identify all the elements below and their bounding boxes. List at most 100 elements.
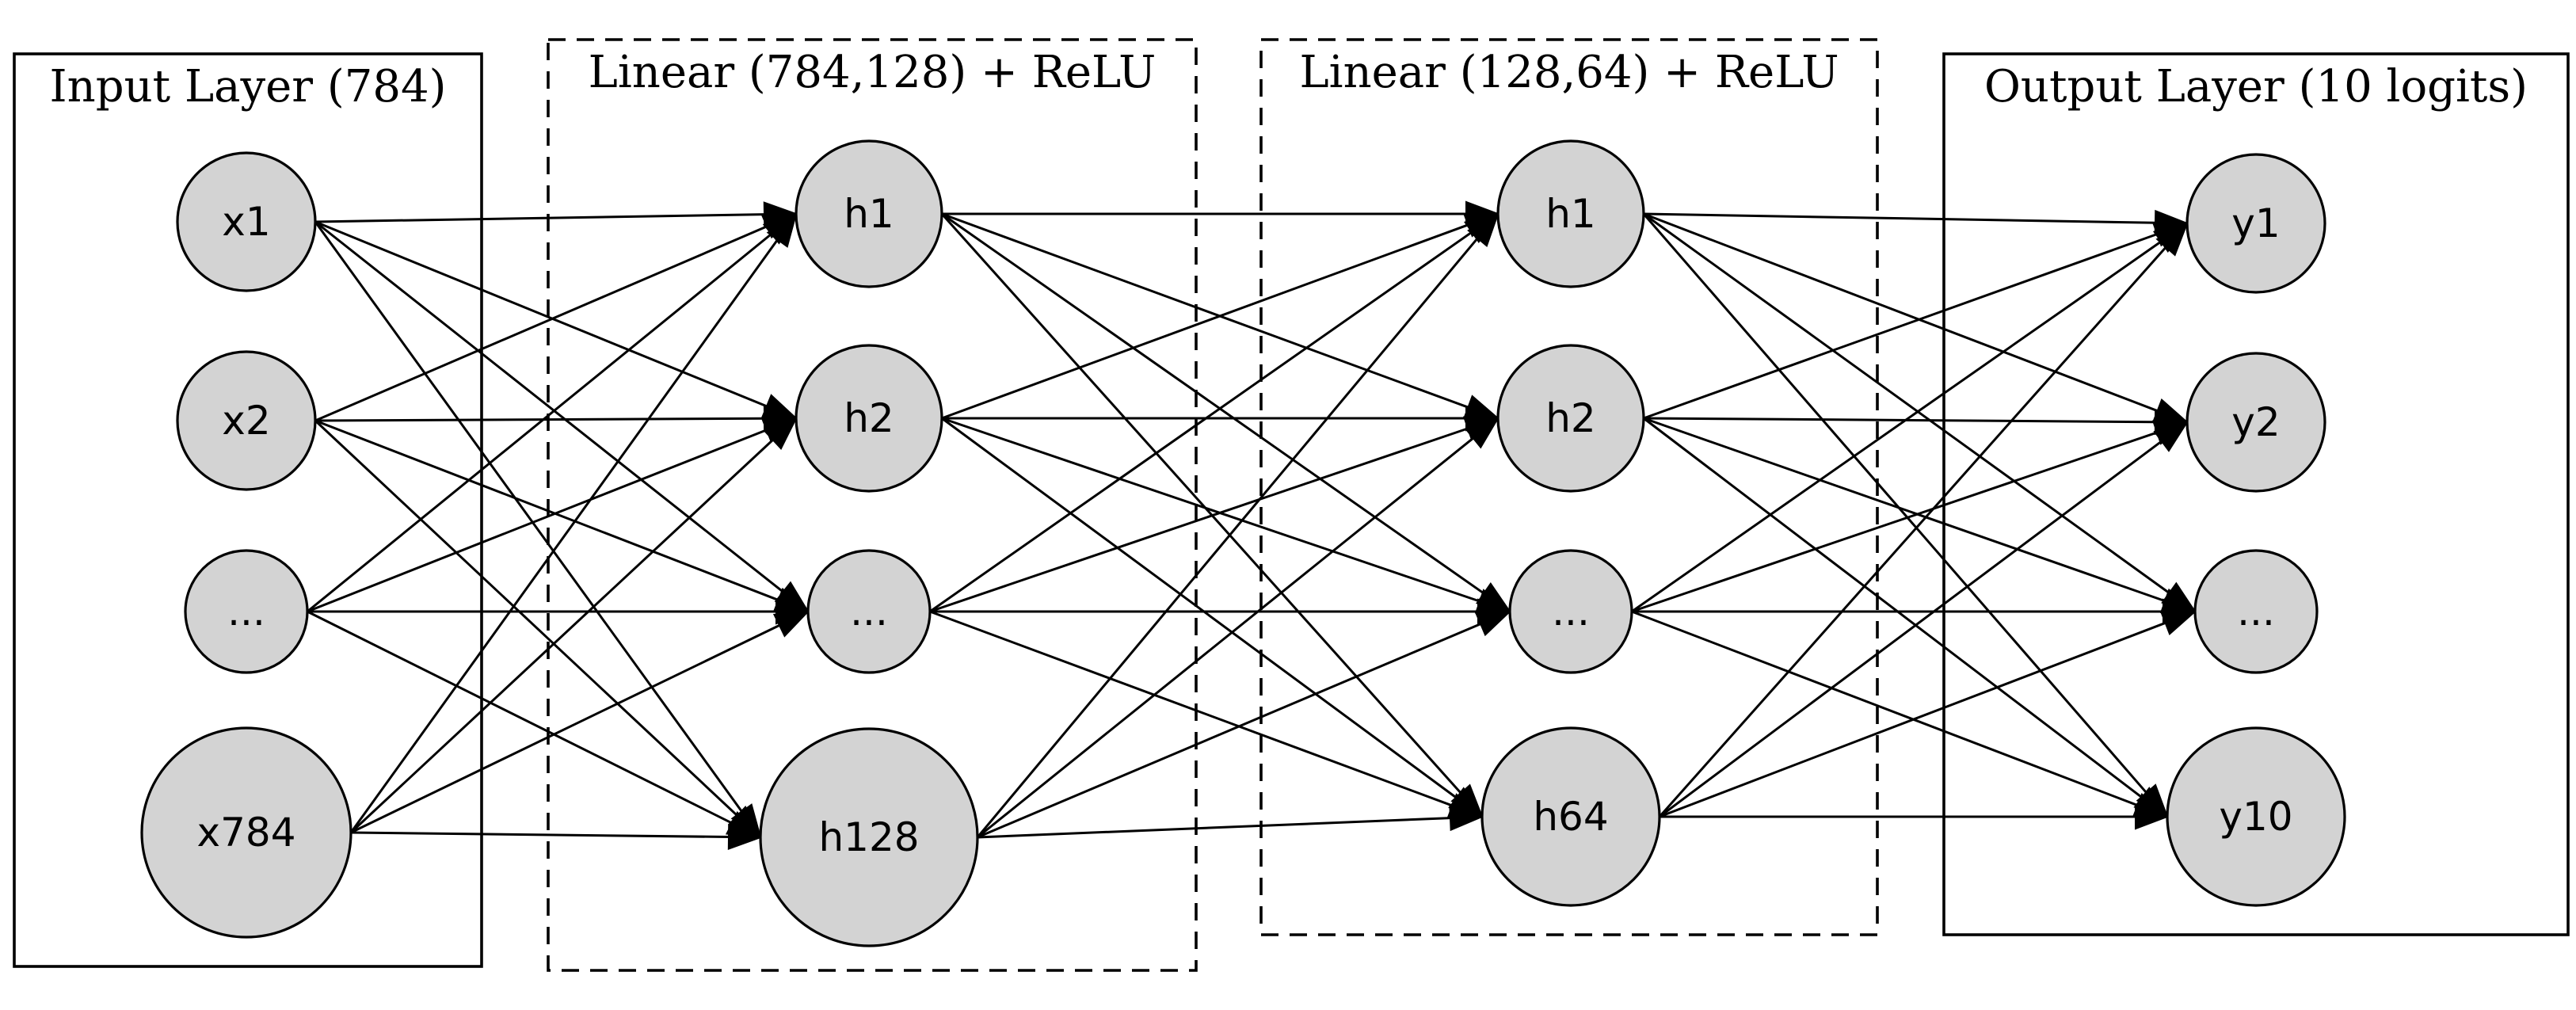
node-hidden1-ellipsis (806, 549, 932, 674)
node-hidden2-h1 (1496, 139, 1645, 288)
arrowhead-l1-3-3 (1449, 805, 1484, 832)
cluster-input-border (13, 52, 483, 968)
edge-l2-1-0 (1643, 233, 2158, 420)
edge-l0-2-0 (307, 233, 772, 613)
edge-l1-0-3 (940, 212, 1462, 795)
arrowhead-l1-3-2 (1474, 610, 1512, 637)
edge-l1-2-3 (929, 610, 1454, 807)
node-hidden2-ellipsis (1508, 549, 1633, 674)
edge-l2-3-2 (1659, 621, 2166, 818)
node-hidden2-h1-label: h1 (1545, 191, 1596, 237)
node-hidden1-h128-label: h128 (818, 814, 919, 860)
edge-l1-3-1 (977, 436, 1474, 839)
node-input-x2 (176, 350, 317, 491)
arrowhead-l0-3-3 (727, 824, 763, 850)
edge-l0-1-3 (314, 419, 738, 817)
arrowhead-l1-3-1 (1464, 417, 1500, 449)
arrowhead-l2-3-2 (2159, 610, 2197, 636)
edge-l1-2-1 (929, 427, 1469, 613)
edge-l0-1-0 (314, 225, 768, 422)
edge-l1-3-2 (977, 623, 1481, 839)
node-input-x2-label: x2 (222, 398, 270, 444)
edge-l2-2-1 (1631, 431, 2158, 613)
edge-l0-0-3 (314, 221, 743, 813)
hidden2-nodes: h1 h2 ... h64 (1480, 139, 1661, 907)
node-output-y1-label: y1 (2231, 200, 2280, 246)
node-output-ellipsis-label: ... (2237, 589, 2275, 635)
cluster-hidden2-label: Linear (128,64) + ReLU (1299, 47, 1839, 98)
edge-l1-0-2 (941, 212, 1485, 595)
node-output-y10 (2166, 726, 2346, 907)
cluster-output-label: Output Layer (10 logits) (1984, 61, 2528, 112)
node-hidden2-h64-label: h64 (1533, 794, 1608, 840)
node-hidden1-h1 (795, 139, 943, 288)
hidden1-nodes: h1 h2 ... h128 (759, 139, 979, 947)
edge-l0-0-0 (314, 213, 765, 223)
edge-l0-2-1 (307, 429, 768, 613)
node-input-x784-label: x784 (196, 810, 295, 856)
node-input-ellipsis (184, 549, 309, 674)
node-input-ellipsis-label: ... (227, 589, 265, 635)
edge-l0-0-2 (314, 220, 784, 593)
node-output-y2-label: y2 (2231, 399, 2280, 445)
edge-l1-0-1 (941, 212, 1469, 409)
cluster-hidden1-label: Linear (784,128) + ReLU (589, 47, 1157, 98)
cluster-output: Output Layer (10 logits) (1942, 52, 2570, 936)
edge-l1-1-0 (941, 223, 1469, 420)
edge-l2-0-0 (1643, 212, 2156, 224)
node-hidden1-h1-label: h1 (844, 191, 894, 237)
edge-l0-3-3 (350, 831, 730, 839)
edge-l2-1-1 (1643, 417, 2156, 424)
node-hidden1-ellipsis-label: ... (850, 589, 888, 635)
edge-l2-0-3 (1642, 213, 2147, 794)
output-nodes: y1 y2 ... y10 (2166, 153, 2346, 907)
edge-l0-2-3 (307, 610, 733, 825)
arrowhead-l0-3-1 (763, 417, 798, 450)
arrowhead-l2-3-0 (2155, 221, 2189, 257)
edge-l2-2-0 (1631, 240, 2163, 613)
node-hidden2-h2 (1496, 344, 1645, 493)
node-input-x1 (176, 151, 317, 292)
node-input-x784 (140, 726, 352, 939)
arrowhead-l0-3-2 (772, 610, 810, 638)
cluster-hidden2-border (1259, 38, 1879, 936)
edge-l2-0-2 (1643, 212, 2170, 594)
edge-l2-2-3 (1631, 610, 2139, 807)
edge-l0-3-1 (349, 439, 774, 834)
edge-l1-1-3 (941, 417, 1458, 799)
arrowhead-l0-3-0 (766, 212, 798, 248)
edge-l0-3-0 (349, 238, 779, 833)
node-output-y2 (2185, 352, 2326, 493)
edge-l0-1-1 (314, 417, 765, 422)
edge-l2-3-0 (1658, 246, 2167, 818)
edge-l1-2-0 (929, 231, 1473, 613)
edge-l1-3-3 (977, 817, 1451, 839)
edge-l1-3-0 (976, 237, 1479, 838)
node-hidden2-h64 (1480, 726, 1661, 907)
node-hidden2-h2-label: h2 (1545, 395, 1596, 441)
cluster-hidden2: Linear (128,64) + ReLU (1259, 38, 1879, 936)
arrowhead-l2-3-3 (2135, 803, 2170, 830)
node-hidden2-ellipsis-label: ... (1552, 589, 1590, 635)
edge-l2-3-1 (1659, 440, 2163, 818)
node-output-ellipsis (2193, 549, 2319, 674)
cluster-input: Input Layer (784) (13, 52, 483, 968)
cluster-hidden1-border (547, 38, 1198, 972)
node-hidden1-h2 (795, 344, 943, 493)
node-hidden1-h2-label: h2 (844, 395, 894, 441)
node-output-y1 (2185, 153, 2326, 294)
edge-l0-3-2 (350, 624, 780, 834)
node-input-x1-label: x1 (222, 199, 270, 245)
edge-l2-0-1 (1643, 212, 2159, 413)
arrowhead-l1-3-0 (1467, 212, 1499, 248)
cluster-output-border (1942, 52, 2570, 936)
edge-l0-0-1 (314, 220, 768, 408)
cluster-input-label: Input Layer (784) (50, 61, 447, 112)
cluster-hidden1: Linear (784,128) + ReLU (547, 38, 1198, 972)
node-hidden1-h128 (759, 727, 979, 947)
edge-l2-1-3 (1643, 417, 2143, 798)
node-output-y10-label: y10 (2219, 794, 2292, 840)
arrowhead-l2-3-1 (2153, 421, 2189, 452)
edge-l2-1-2 (1643, 417, 2166, 603)
